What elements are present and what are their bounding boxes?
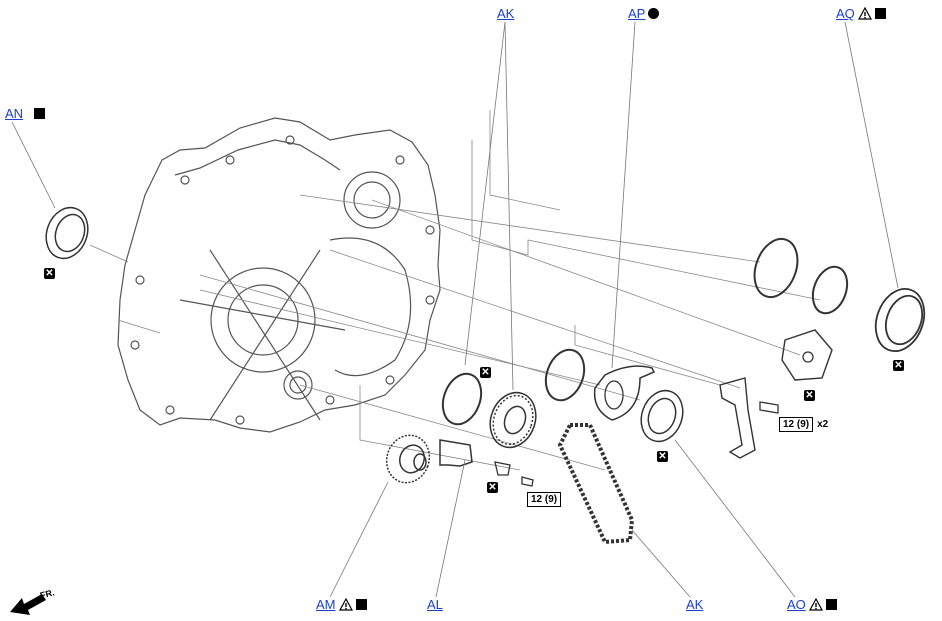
callout-al: AL <box>427 597 443 612</box>
replace-icon: ✕ <box>804 390 815 401</box>
callout-ak-bottom: AK <box>686 597 703 612</box>
callout-ak-bottom-link[interactable]: AK <box>686 597 704 612</box>
torque-quantity: x2 <box>817 419 829 430</box>
callout-ao-link[interactable]: AO <box>787 597 806 612</box>
callout-ao: AO <box>787 597 837 612</box>
callout-al-link[interactable]: AL <box>427 597 443 612</box>
torque-spec-right: 12 (9) x2 <box>779 417 828 432</box>
square-icon <box>34 108 46 119</box>
warning-icon <box>808 598 823 611</box>
replace-icon: ✕ <box>480 367 491 378</box>
circle-icon <box>648 8 660 19</box>
callout-ap: AP <box>628 6 660 21</box>
callout-ak-top: AK <box>497 6 514 21</box>
callout-an: AN <box>5 106 46 121</box>
callout-aq: AQ <box>836 6 886 21</box>
replace-icon: ✕ <box>657 451 668 462</box>
torque-spec-center: 12 (9) <box>527 492 562 507</box>
callout-an-link[interactable]: AN <box>5 106 24 121</box>
callout-aq-link[interactable]: AQ <box>836 6 855 21</box>
torque-value: 12 (9) <box>527 492 562 507</box>
transmission-housing <box>117 117 441 433</box>
warning-icon <box>338 598 353 611</box>
square-icon <box>874 8 886 19</box>
front-arrow-icon <box>10 594 46 615</box>
square-icon <box>355 599 367 610</box>
square-icon <box>825 599 837 610</box>
callout-ak-top-link[interactable]: AK <box>497 6 515 21</box>
callout-ap-link[interactable]: AP <box>628 6 646 21</box>
warning-icon <box>857 7 872 20</box>
torque-value: 12 (9) <box>779 417 814 432</box>
replace-icon: ✕ <box>44 268 55 279</box>
replace-icon: ✕ <box>487 482 498 493</box>
callout-am: AM <box>316 597 367 612</box>
replace-icon: ✕ <box>893 360 904 371</box>
callout-am-link[interactable]: AM <box>316 597 336 612</box>
